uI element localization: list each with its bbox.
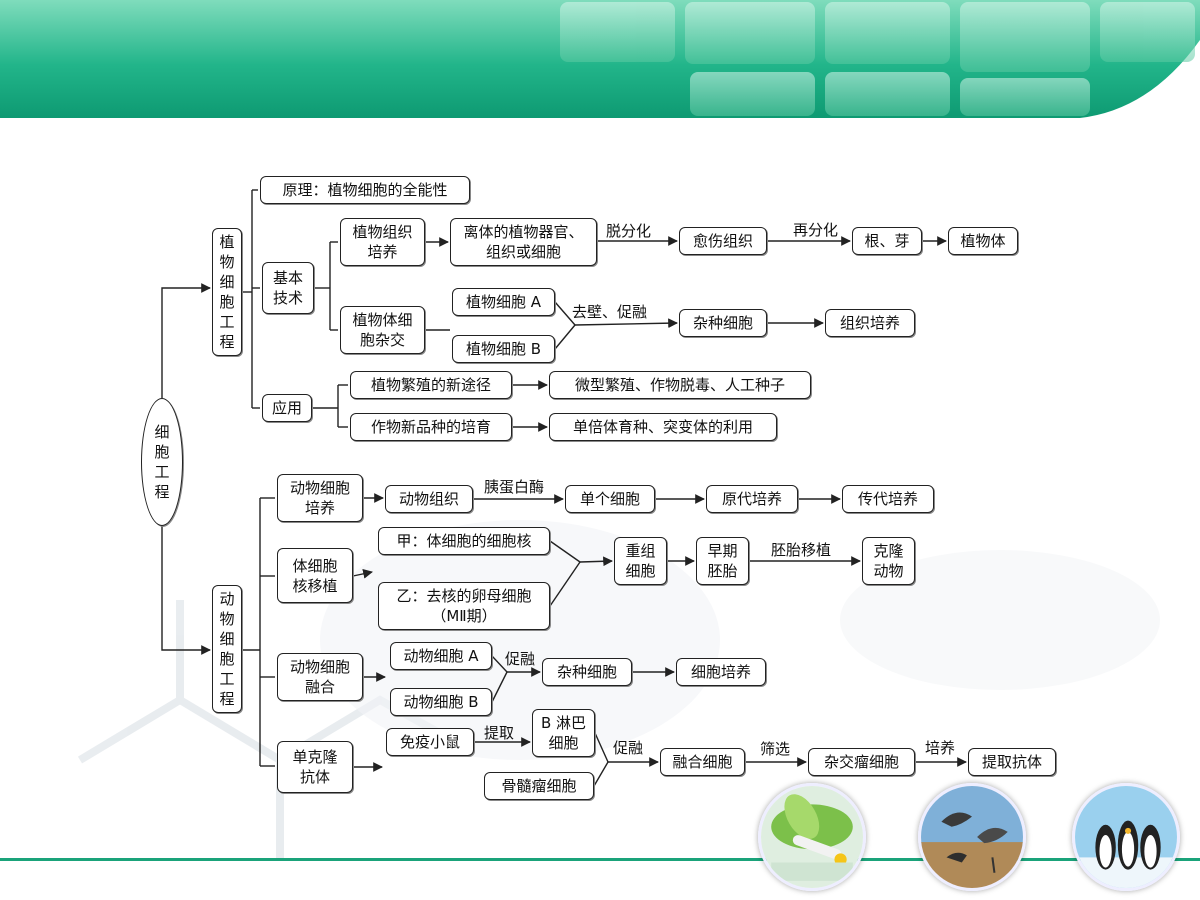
- connector-38: [549, 561, 581, 607]
- node-plant-hybrid-cell: 杂种细胞: [679, 309, 767, 337]
- node-new-variety: 作物新品种的培育: [350, 413, 512, 441]
- node-early-embryo: 早期 胚胎: [696, 537, 749, 585]
- header-banner: [0, 0, 1200, 118]
- node-nuclear-transfer: 体细胞 核移植: [277, 548, 353, 603]
- edge-label-embryo-transfer: 胚胎移植: [771, 541, 832, 559]
- node-root-bud: 根、芽: [852, 227, 922, 255]
- node-principle: 原理：植物细胞的全能性: [260, 176, 470, 204]
- node-animal-cell-engineering: 动 物 细 胞 工 程: [212, 585, 242, 713]
- node-animal-hybrid-cell: 杂种细胞: [542, 658, 632, 686]
- edge-label-promote-fusion-2: 促融: [613, 739, 644, 757]
- node-tissue-culture: 组织培养: [825, 309, 915, 337]
- node-callus: 愈伤组织: [679, 227, 767, 255]
- connector-43: [491, 655, 508, 673]
- node-cloned-animal: 克隆 动物: [862, 537, 915, 585]
- connector-17: [554, 324, 576, 350]
- node-animal-tissue: 动物组织: [385, 485, 473, 513]
- node-subculture: 传代培养: [842, 485, 934, 513]
- node-cell-culture: 细胞培养: [676, 658, 766, 686]
- cranes-photo: [918, 783, 1026, 891]
- node-animal-cell-a: 动物细胞 A: [390, 642, 492, 670]
- node-plantlet: 植物体: [948, 227, 1018, 255]
- connector-49: [594, 732, 609, 763]
- node-extract-antibody: 提取抗体: [968, 748, 1056, 776]
- node-single-cell: 单个细胞: [565, 485, 655, 513]
- connector-18: [574, 318, 678, 329]
- connector-44: [491, 671, 508, 703]
- root-node-cell-engineering: 细 胞 工 程: [141, 398, 183, 526]
- connector-0: [161, 283, 211, 398]
- node-fused-cell: 融合细胞: [660, 748, 745, 776]
- node-hybridoma: 杂交瘤细胞: [808, 748, 915, 776]
- connector-16: [554, 301, 576, 326]
- node-animal-cell-b: 动物细胞 B: [390, 688, 492, 716]
- edge-label-redifferentiation: 再分化: [793, 221, 839, 239]
- footer-line: [0, 858, 1200, 861]
- connector-1: [161, 526, 211, 655]
- connector-50: [593, 761, 609, 787]
- connector-36: [352, 569, 373, 579]
- edge-label-trypsin: 胰蛋白酶: [484, 478, 545, 496]
- node-application: 应用: [262, 394, 312, 422]
- penguins-photo: [1072, 783, 1180, 891]
- node-animal-cell-culture: 动物细胞 培养: [277, 474, 363, 522]
- node-enucleated-oocyte: 乙：去核的卵母细胞 （MⅡ期）: [378, 582, 550, 630]
- node-plant-cell-engineering: 植 物 细 胞 工 程: [212, 228, 242, 356]
- edge-label-extract: 提取: [484, 724, 515, 742]
- node-somatic-nucleus: 甲：体细胞的细胞核: [378, 527, 550, 555]
- edge-label-wall-removal-fusion: 去壁、促融: [572, 303, 648, 321]
- node-reconstructed-cell: 重组 细胞: [614, 537, 667, 585]
- node-plant-cell-b: 植物细胞 B: [452, 335, 555, 363]
- node-plant-cell-a: 植物细胞 A: [452, 288, 555, 316]
- node-primary-culture: 原代培养: [706, 485, 798, 513]
- node-somatic-hybridization: 植物体细 胞杂交: [340, 306, 425, 354]
- edge-label-culture: 培养: [925, 739, 956, 757]
- node-micro-propagation: 微型繁殖、作物脱毒、人工种子: [549, 371, 811, 399]
- connector-39: [579, 556, 613, 567]
- node-immunized-mouse: 免疫小鼠: [386, 728, 474, 756]
- node-haploid-breeding: 单倍体育种、突变体的利用: [549, 413, 777, 441]
- node-animal-cell-fusion: 动物细胞 融合: [277, 653, 363, 701]
- edge-label-promote-fusion: 促融: [505, 650, 536, 668]
- edge-label-screen: 筛选: [760, 740, 791, 758]
- node-plant-tissue-culture: 植物组织 培养: [340, 218, 425, 266]
- node-explant: 离体的植物器官、 组织或细胞: [450, 218, 597, 266]
- edge-label-dedifferentiation: 脱分化: [606, 222, 652, 240]
- node-new-propagation: 植物繁殖的新途径: [350, 371, 512, 399]
- node-myeloma-cell: 骨髓瘤细胞: [484, 772, 594, 800]
- node-monoclonal-antibody: 单克隆 抗体: [277, 741, 353, 793]
- node-b-lymphocyte: B 淋巴 细胞: [532, 709, 595, 757]
- plant-seedling-photo: [758, 783, 866, 891]
- connector-37: [549, 540, 581, 563]
- node-basic-technique: 基本 技术: [262, 262, 314, 314]
